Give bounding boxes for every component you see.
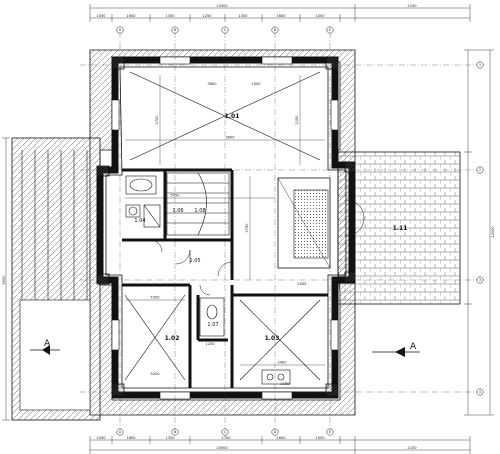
interior-walls <box>122 168 328 388</box>
svg-text:5350: 5350 <box>150 296 160 300</box>
svg-text:1150: 1150 <box>295 115 299 125</box>
svg-text:2150: 2150 <box>407 446 417 450</box>
kitchen-counter <box>261 369 291 385</box>
svg-text:3: 3 <box>479 278 481 282</box>
svg-text:1050: 1050 <box>96 14 106 18</box>
svg-text:E: E <box>329 28 331 32</box>
room-number-1-01: 1.01 <box>225 113 240 120</box>
terrace-right <box>337 151 461 305</box>
svg-text:9000: 9000 <box>2 275 6 285</box>
svg-text:1050: 1050 <box>251 82 261 86</box>
dimension-lines-right <box>464 49 494 416</box>
svg-text:3200: 3200 <box>150 372 160 376</box>
svg-text:D: D <box>274 430 277 434</box>
grid-axis-labels: A B C D E A B C D E 1 2 3 4 <box>119 28 481 434</box>
svg-text:1350: 1350 <box>165 436 175 440</box>
svg-text:2250: 2250 <box>407 4 417 8</box>
svg-text:2000: 2000 <box>297 282 307 286</box>
svg-text:10500: 10500 <box>216 446 228 450</box>
svg-text:3600: 3600 <box>225 136 235 140</box>
svg-text:1050: 1050 <box>96 436 106 440</box>
svg-text:C: C <box>224 430 227 434</box>
svg-text:3400: 3400 <box>277 361 287 365</box>
kitchen-island <box>277 177 331 269</box>
svg-text:A: A <box>410 342 417 352</box>
room-labels: 1.01 1.02 1.03 1.04 1.05 1.06 1.07 1.08 … <box>134 113 407 342</box>
svg-text:2700: 2700 <box>221 436 231 440</box>
svg-text:E: E <box>329 430 331 434</box>
svg-text:1250: 1250 <box>202 14 212 18</box>
svg-text:3600: 3600 <box>207 82 217 86</box>
svg-text:5050: 5050 <box>170 194 180 198</box>
svg-text:B: B <box>174 430 176 434</box>
svg-text:1: 1 <box>479 63 481 67</box>
grid-axis-markers <box>116 26 484 436</box>
terrace-left <box>11 137 101 421</box>
svg-text:1600: 1600 <box>126 14 136 18</box>
svg-text:12000: 12000 <box>491 226 495 238</box>
dimension-labels-right: 12000 <box>491 226 495 238</box>
staircase <box>166 172 230 236</box>
room-number-1-11: 1.11 <box>393 225 408 232</box>
room-number-1-07: 1.07 <box>207 322 218 328</box>
room-number-1-02: 1.02 <box>165 335 180 342</box>
wc-fixtures <box>199 297 225 337</box>
svg-text:4: 4 <box>479 390 481 394</box>
room-number-1-06: 1.06 <box>172 208 183 214</box>
inner-dimension-labels: 3600 5050 5350 3400 2700 1150 3750 3600 … <box>150 82 307 386</box>
inner-dimension-lines <box>125 75 325 366</box>
svg-text:C: C <box>224 28 227 32</box>
svg-text:1350: 1350 <box>165 14 175 18</box>
svg-text:A: A <box>119 430 122 434</box>
section-marker-a: A A <box>30 339 420 357</box>
door-swings <box>149 199 365 296</box>
svg-text:2180: 2180 <box>280 382 290 386</box>
svg-text:1050: 1050 <box>315 436 325 440</box>
svg-text:2700: 2700 <box>155 115 159 125</box>
wall-corner-blocks <box>96 56 356 397</box>
svg-text:1200: 1200 <box>205 342 215 346</box>
svg-text:1600: 1600 <box>276 14 286 18</box>
svg-text:A: A <box>119 28 122 32</box>
room-number-1-05: 1.05 <box>189 258 200 264</box>
room-number-1-03: 1.03 <box>265 335 280 342</box>
grid-axis-lines <box>80 32 478 430</box>
bathroom-fixtures <box>125 175 161 228</box>
dimension-labels-left: 9000 <box>2 275 6 285</box>
svg-text:1050: 1050 <box>315 14 325 18</box>
svg-text:2: 2 <box>479 168 481 172</box>
svg-text:1350: 1350 <box>238 14 248 18</box>
svg-text:1600: 1600 <box>126 436 136 440</box>
svg-text:A: A <box>44 339 51 349</box>
room-diagonals <box>124 71 321 381</box>
dimension-labels-bottom: 1050 1600 1350 2700 1600 1050 10500 2150 <box>96 436 417 450</box>
dimension-labels-top: 10500 2250 1050 1600 1350 1250 1350 1600… <box>96 4 417 18</box>
dimension-lines-bottom <box>89 436 471 454</box>
dimension-lines-left <box>2 137 10 421</box>
svg-text:10500: 10500 <box>216 4 228 8</box>
svg-text:B: B <box>174 28 176 32</box>
dimension-lines-top <box>89 4 471 22</box>
room-number-1-04: 1.04 <box>134 218 145 224</box>
svg-text:3750: 3750 <box>245 223 249 233</box>
room-number-1-08: 1.08 <box>194 208 205 214</box>
svg-text:1600: 1600 <box>276 436 286 440</box>
svg-text:D: D <box>274 28 277 32</box>
